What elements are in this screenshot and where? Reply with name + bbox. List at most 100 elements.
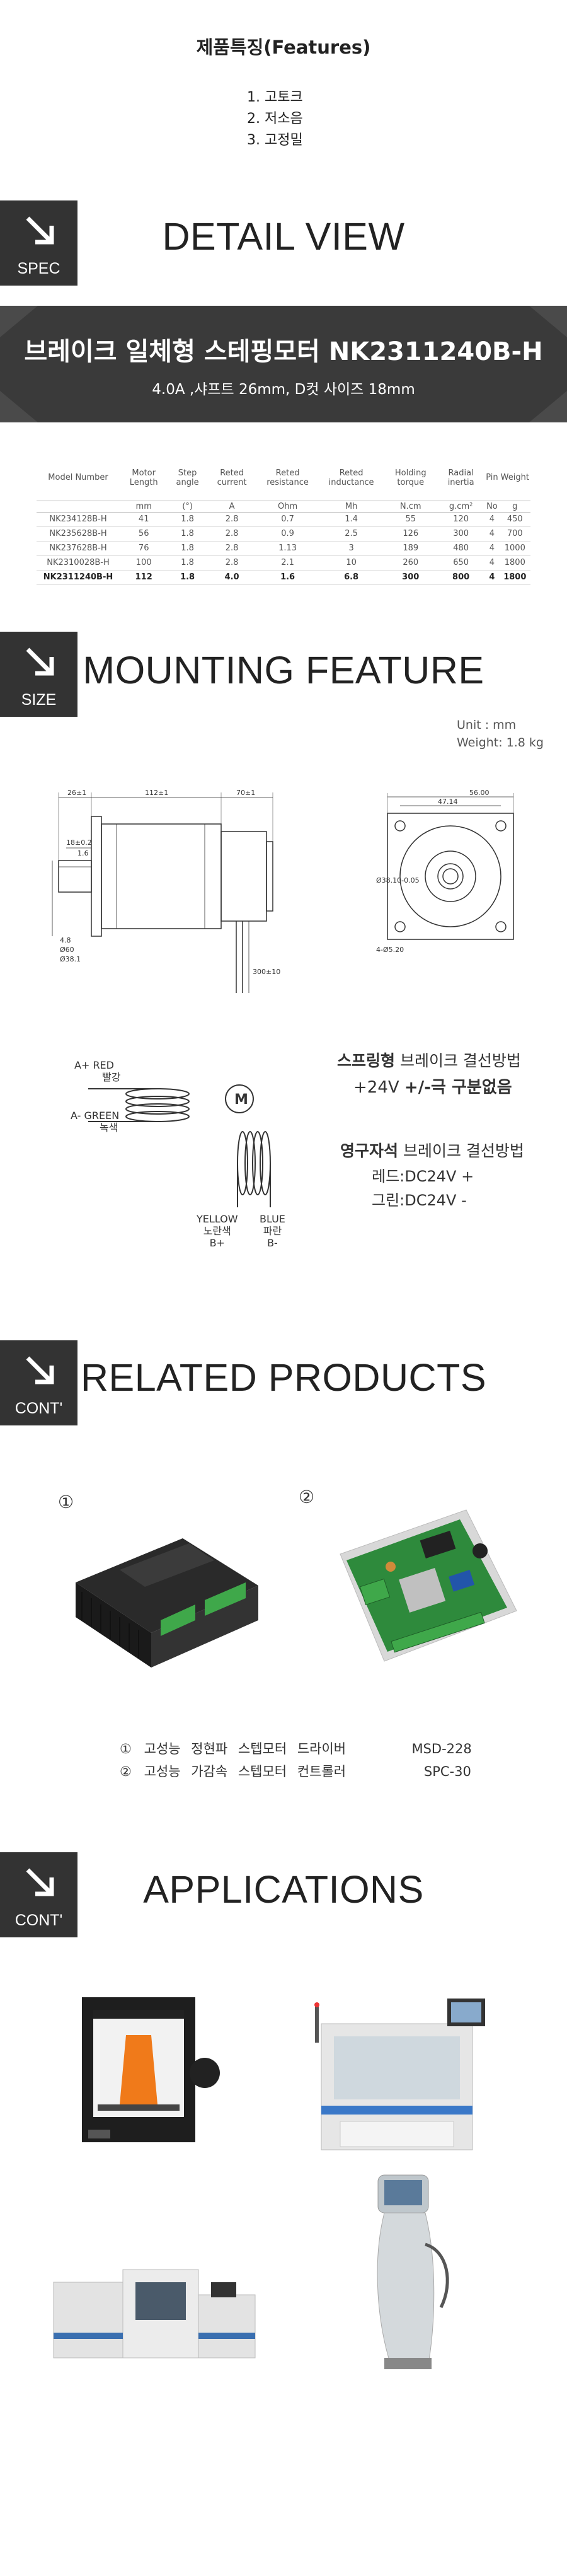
weight-text: Weight: 1.8 kg — [457, 736, 544, 750]
spec-header: Holding torque — [384, 455, 438, 501]
related-item-number: ② — [120, 1764, 132, 1779]
product-subtitle: 4.0A ,샤프트 26mm, D컷 사이즈 18mm — [152, 381, 415, 398]
related-item-number: ① — [120, 1741, 132, 1756]
table-cell: 1.4 — [318, 512, 384, 527]
wire-label-text: 빨강 — [102, 1071, 121, 1083]
table-cell: 2.8 — [207, 541, 257, 556]
related-item-model: SPC-30 — [423, 1764, 471, 1779]
feature-item: 3. 고정밀 — [247, 132, 303, 148]
table-cell: 4 — [484, 541, 500, 556]
spec-header: Weight — [499, 455, 530, 501]
table-cell: 2.1 — [256, 555, 319, 571]
table-cell: 55 — [384, 512, 438, 527]
stepper-driver-image — [76, 1538, 258, 1668]
spec-header: Radial inertia — [437, 455, 485, 501]
table-cell: 2.5 — [318, 526, 384, 542]
dim-dia38: Ø38.1 — [60, 955, 81, 963]
table-cell: 650 — [437, 555, 485, 571]
product-number: ② — [299, 1487, 315, 1507]
spring-brake-title-bold: 스프링형 — [337, 1052, 396, 1070]
stepper-controller-image — [340, 1509, 517, 1662]
spec-unit-row: mm (°) A Ohm Mh N.cm g.cm² No g — [37, 501, 530, 513]
related-products-list: ① 고성능 정현파 스텝모터 드라이버 MSD-228 ② 고성능 가감속 스텝… — [120, 1738, 472, 1783]
table-cell: 450 — [499, 512, 530, 527]
section-tab-related: CONT' — [0, 1340, 77, 1425]
wire-label-text: B+ — [209, 1237, 225, 1249]
table-cell: 0.7 — [256, 512, 319, 527]
table-cell: 76 — [120, 541, 168, 556]
table-cell: NK2311240B-H — [37, 570, 120, 585]
list-item: ② 고성능 가감속 스텝모터 컨트롤러 SPC-30 — [120, 1760, 472, 1783]
dim-shaft-length: 26±1 — [67, 789, 86, 797]
table-cell: 2.8 — [207, 555, 257, 571]
section-title-applications: APPLICATIONS — [143, 1868, 424, 1911]
dim-height: 4.8 — [60, 936, 71, 944]
section-title-detail-view: DETAIL VIEW — [162, 215, 405, 258]
table-cell: 1.8 — [168, 541, 207, 556]
spec-table: Model Number Motor Length Step angle Ret… — [37, 455, 530, 585]
spec-unit: No — [484, 501, 500, 513]
spec-header: Reted inductance — [318, 455, 384, 501]
section-tab-label: SIZE — [21, 691, 57, 709]
wire-label-text: 파란 — [263, 1225, 282, 1237]
dim-brake-length: 70±1 — [236, 789, 255, 797]
section-tab-spec: SPEC — [0, 200, 77, 286]
unit-text: Unit : mm — [457, 718, 517, 732]
table-cell: 3 — [318, 541, 384, 556]
dim-pilot: Ø38.10-0.05 — [376, 876, 420, 885]
table-cell: 4 — [484, 570, 500, 585]
section-title-related-products: RELATED PRODUCTS — [80, 1356, 487, 1399]
features-title: 제품특징(Features) — [196, 37, 371, 58]
features-list: 1. 고토크 2. 저소음 3. 고정밀 — [247, 87, 436, 151]
table-cell: 126 — [384, 526, 438, 542]
wire-label-a-plus: A+ RED 빨강 — [74, 1059, 120, 1083]
winding-diagram: M — [88, 1084, 271, 1207]
table-cell: 4 — [484, 512, 500, 527]
table-cell: 1.13 — [256, 541, 319, 556]
dim-hole-spacing: 47.14 — [438, 798, 458, 806]
dim-cable: 300±10 — [253, 968, 280, 976]
spring-brake-voltage: +24V — [353, 1078, 404, 1097]
spring-brake-title: 스프링형 브레이크 결선방법 — [337, 1048, 521, 1071]
wire-label-b-minus: BLUE 파란 B- — [260, 1213, 285, 1249]
spec-unit: (°) — [168, 501, 207, 513]
table-cell: NK235628B-H — [37, 526, 120, 542]
related-item-name: 고성능 가감속 스텝모터 컨트롤러 — [144, 1764, 346, 1779]
product-number: ① — [58, 1492, 74, 1512]
spec-unit: g — [499, 501, 530, 513]
medical-laser-device-image — [377, 2174, 449, 2369]
feature-item: 1. 고토크 — [247, 90, 303, 105]
dim-holes: 4-Ø5.20 — [376, 946, 404, 954]
spec-unit: Mh — [318, 501, 384, 513]
wire-label-text: A- GREEN — [71, 1110, 120, 1122]
dim-dcut: 18±0.2 — [66, 838, 92, 847]
magnet-brake-title: 영구자석 브레이크 결선방법 — [340, 1139, 524, 1161]
table-cell: 2.8 — [207, 526, 257, 542]
spec-unit: mm — [120, 501, 168, 513]
spec-unit: g.cm² — [437, 501, 485, 513]
section-tab-label: CONT' — [14, 1912, 63, 1929]
table-cell: 10 — [318, 555, 384, 571]
section-tab-size: SIZE — [0, 632, 77, 717]
unit-block: Unit : mm Weight: 1.8 kg — [457, 716, 544, 751]
product-name: 브레이크 일체형 스테핑모터 NK2311240B-H — [24, 337, 543, 366]
motor-side-view-drawing: 26±1 112±1 70±1 18±0.2 1.6 4.8 Ø60 Ø38.1… — [52, 789, 280, 993]
dim-front-width: 56.00 — [469, 789, 490, 797]
table-cell: NK237628B-H — [37, 541, 120, 556]
magnet-brake-title-bold: 영구자석 — [340, 1142, 399, 1160]
table-cell: 112 — [120, 570, 168, 585]
spec-unit — [37, 501, 120, 513]
feature-item: 2. 저소음 — [247, 111, 303, 127]
table-cell: 189 — [384, 541, 438, 556]
spring-brake-note: +/-극 구분없음 — [404, 1078, 512, 1097]
table-cell: 1800 — [499, 570, 530, 585]
wire-label-text: A+ RED — [74, 1059, 114, 1071]
spec-header: Reted current — [207, 455, 257, 501]
spec-header: Step angle — [168, 455, 207, 501]
table-cell: 56 — [120, 526, 168, 542]
